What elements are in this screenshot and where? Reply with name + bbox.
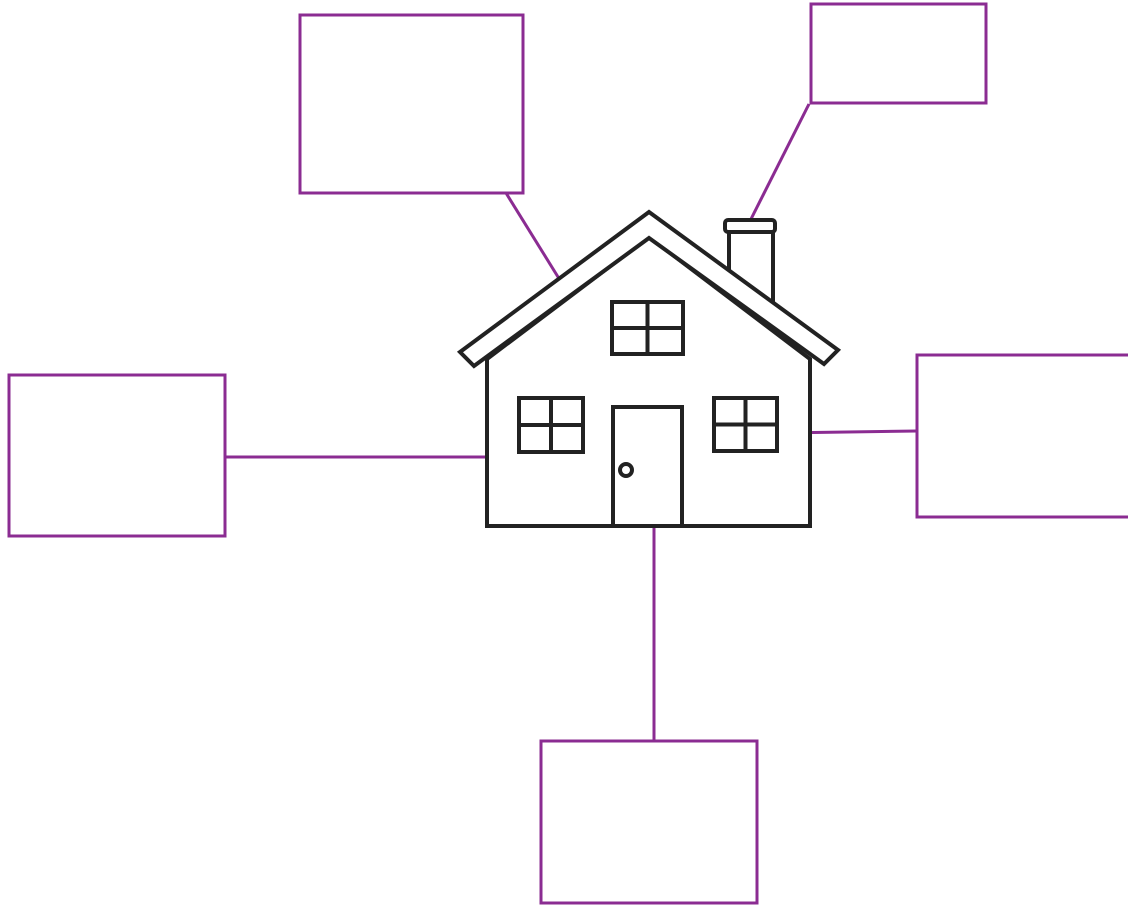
door-knob (618, 462, 634, 478)
door (611, 405, 684, 528)
leader-line-roof (504, 192, 565, 286)
attic-window (610, 300, 685, 356)
label-boxes (7, 2, 1128, 905)
label-box-window[interactable] (915, 353, 1128, 519)
leader-line-chimney (745, 103, 811, 228)
label-box-door[interactable] (539, 739, 759, 905)
label-box-roof[interactable] (298, 13, 525, 195)
label-box-wall[interactable] (7, 373, 227, 538)
chimney-cap (723, 218, 777, 234)
left-window (517, 396, 585, 454)
right-window (712, 396, 779, 453)
label-box-chimney[interactable] (809, 2, 988, 105)
roof (456, 209, 842, 369)
house-icon (456, 209, 842, 528)
